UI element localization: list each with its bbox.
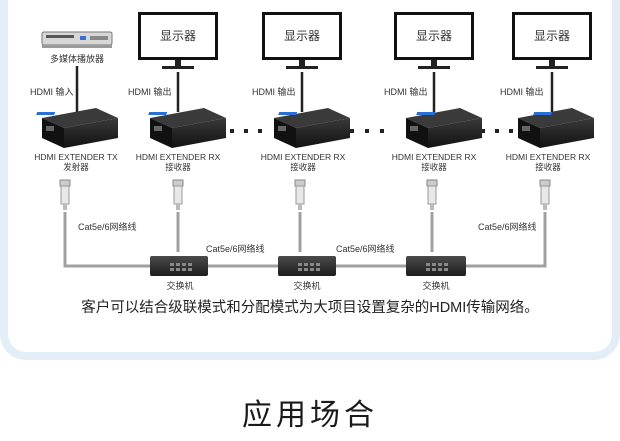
extender-rx-1 xyxy=(148,108,226,148)
rx-role-label: 接收器 xyxy=(421,162,447,172)
diagram-caption: 客户可以结合级联模式和分配模式为大项目设置复杂的HDMI传输网络。 xyxy=(81,300,539,316)
section-title: 应用场合 xyxy=(242,399,378,432)
cable-label-right: Cat5e/6网络线 xyxy=(478,221,537,232)
hdmi-out-label: HDMI 输出 xyxy=(252,86,296,97)
cable-rx4-switch3 xyxy=(466,212,547,268)
extender-rx-2 xyxy=(274,108,350,148)
switch-3 xyxy=(406,256,466,276)
switch-label: 交换机 xyxy=(293,280,320,291)
hdmi-in-label: HDMI 输入 xyxy=(30,86,74,97)
network-diagram: 多媒体播放器 显示器 显示器 显示器 显示器 HDMI 输入 HD xyxy=(30,12,594,291)
switch-label: 交换机 xyxy=(422,280,449,291)
monitor-label: 显示器 xyxy=(534,29,570,43)
tx-model-label: HDMI EXTENDER TX xyxy=(34,152,118,162)
monitor-4: 显示器 xyxy=(512,12,592,69)
monitor-label: 显示器 xyxy=(284,29,320,43)
cable-label-left: Cat5e/6网络线 xyxy=(78,221,137,232)
player-label: 多媒体播放器 xyxy=(50,53,104,64)
cable-network xyxy=(63,212,547,268)
hdmi-cables xyxy=(75,66,554,112)
rx-role-label: 接收器 xyxy=(535,162,561,172)
monitor-label: 显示器 xyxy=(416,29,452,43)
rx-role-label: 接收器 xyxy=(290,162,316,172)
cable-label-mid2: Cat5e/6网络线 xyxy=(336,243,395,254)
monitor-1: 显示器 xyxy=(138,12,218,69)
extender-rx-3 xyxy=(406,108,482,148)
monitor-2: 显示器 xyxy=(262,12,342,69)
rj45-connectors xyxy=(59,179,551,210)
rx-model-label: HDMI EXTENDER RX xyxy=(506,152,591,162)
extender-tx xyxy=(36,108,118,148)
hdmi-out-label: HDMI 输出 xyxy=(384,86,428,97)
tx-role-label: 发射器 xyxy=(63,162,89,172)
extender-rx-4 xyxy=(518,108,594,148)
switch-label: 交换机 xyxy=(166,280,193,291)
monitor-3: 显示器 xyxy=(394,12,474,69)
media-player xyxy=(41,31,113,48)
rx-model-label: HDMI EXTENDER RX xyxy=(261,152,346,162)
hdmi-out-label: HDMI 输出 xyxy=(128,86,172,97)
switch-2 xyxy=(278,256,336,276)
monitor-label: 显示器 xyxy=(160,29,196,43)
hdmi-out-label: HDMI 输出 xyxy=(500,86,544,97)
cable-label-mid1: Cat5e/6网络线 xyxy=(206,243,265,254)
rx-role-label: 接收器 xyxy=(165,162,191,172)
cable-tx-switch1 xyxy=(63,212,150,268)
rx-model-label: HDMI EXTENDER RX xyxy=(136,152,221,162)
rx-model-label: HDMI EXTENDER RX xyxy=(392,152,477,162)
switch-1 xyxy=(150,256,208,276)
